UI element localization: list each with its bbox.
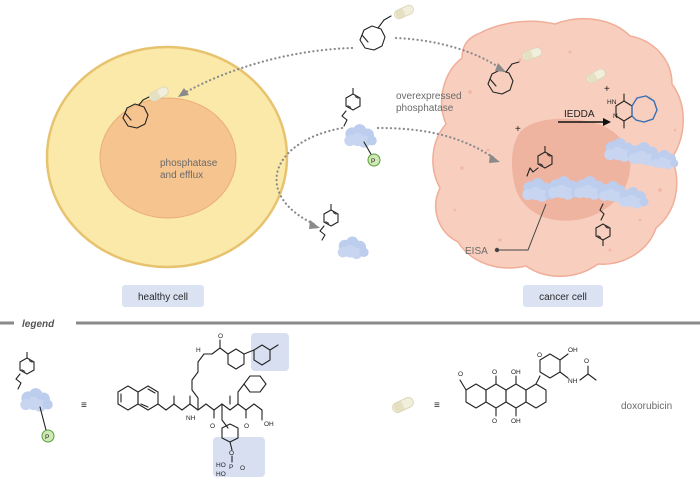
svg-text:healthy cell: healthy cell [138, 292, 188, 303]
label-overexpressed: overexpressed [396, 91, 462, 102]
chem-o-phosphate: O [229, 450, 234, 457]
chem-hn-product: HN [607, 99, 617, 106]
phosphate-p-center: P [371, 158, 375, 165]
tetrazine-peptide-cancer [526, 145, 553, 177]
iedda-arrow [558, 118, 611, 126]
healthy-cell-label: healthy cell [122, 285, 204, 307]
phosphate-highlight [213, 437, 265, 477]
iedda-product [615, 93, 658, 129]
chem-nh-1: NH [186, 415, 196, 422]
chem-p: P [229, 464, 233, 471]
label-phosphatase: phosphatase [160, 158, 218, 169]
label-doxorubicin: doxorubicin [621, 401, 672, 412]
chem-o-1: O [210, 423, 215, 430]
eisa-pointer [494, 203, 547, 253]
legend-pill [390, 395, 416, 415]
chem-h-lys: H [196, 347, 201, 354]
chem-ho-1: HO [216, 462, 226, 469]
tco-dox-free [359, 3, 416, 51]
chem-oh-acid: OH [264, 421, 274, 428]
dotted-arrows [178, 36, 506, 229]
chem-o-lys: O [218, 333, 223, 340]
equiv-sign-2: ≡ [434, 400, 440, 411]
label-overexpressed-phosphatase: phosphatase [396, 103, 454, 114]
legend-peptide-symbol [15, 351, 55, 443]
plus-sign-2: + [604, 84, 610, 95]
phosphate-badge-legend [41, 429, 55, 443]
legend-title: legend [22, 319, 55, 330]
chem-o-2: O [244, 423, 249, 430]
chem-o-dox-1: O [492, 369, 497, 376]
plus-sign-1: + [515, 124, 521, 135]
peptide-chemical-structure [117, 333, 289, 477]
label-iedda: IEDDA [564, 109, 595, 120]
svg-text:cancer cell: cancer cell [539, 292, 587, 303]
chem-o-double: O [240, 465, 245, 472]
label-and-efflux: and efflux [160, 170, 203, 181]
chem-n-product: N [613, 113, 618, 120]
phosphate-p-legend: P [45, 434, 49, 441]
chem-nh-sugar: NH [568, 378, 578, 385]
chem-oh-sugar: OH [568, 347, 578, 354]
doxorubicin-structure [459, 353, 597, 417]
healthy-cell [45, 45, 289, 269]
cancer-cell-label: cancer cell [523, 285, 603, 307]
chem-ho-2: HO [216, 471, 226, 478]
phosphate-badge-center [367, 153, 381, 167]
tco-dox-healthy [122, 84, 171, 129]
chem-o-methoxy: O [458, 371, 463, 378]
chem-o-carbamate: O [584, 358, 589, 365]
chem-oh-dox-1: OH [511, 369, 521, 376]
chem-o-dox-2: O [492, 418, 497, 425]
tetrazine-pendant [595, 203, 611, 247]
label-eisa: EISA [465, 246, 488, 257]
healthy-nucleus [99, 97, 237, 219]
phosphorylated-peptide-center [341, 87, 381, 167]
equiv-sign-1: ≡ [81, 400, 87, 411]
chem-o-sugar: O [537, 352, 542, 359]
chem-oh-dox-2: OH [511, 418, 521, 425]
dephosphorylated-peptide [319, 203, 369, 260]
